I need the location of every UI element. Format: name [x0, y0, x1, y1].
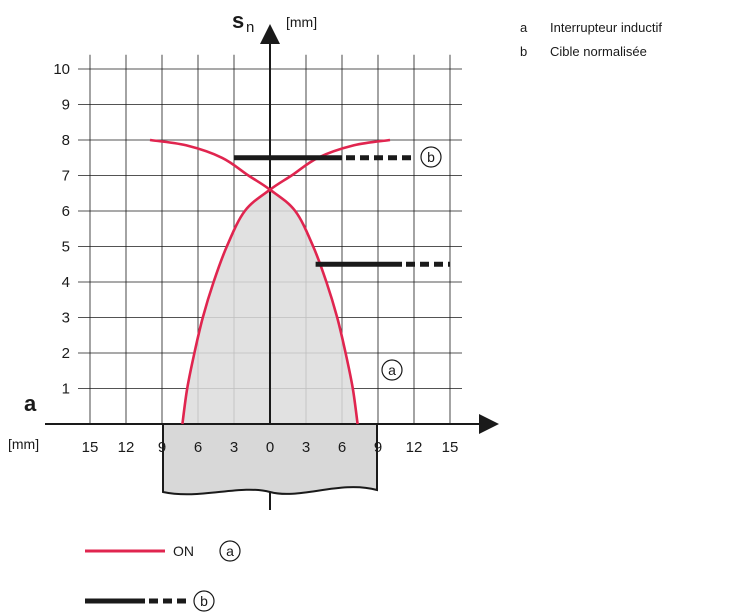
x-tick-label: 0 — [266, 439, 274, 456]
y-axis-symbol: s — [232, 8, 244, 33]
legend-on-label: ON — [173, 543, 194, 559]
y-axis-subscript: n — [246, 19, 254, 36]
legend-key-b: b — [520, 44, 528, 59]
axis-labels: s n [mm] a [mm] a b — [8, 8, 442, 452]
x-tick-label: 9 — [374, 439, 382, 456]
y-tick-label: 6 — [62, 203, 70, 220]
x-axis-symbol: a — [24, 391, 37, 416]
y-tick-label: 7 — [62, 168, 70, 185]
y-tick-label: 9 — [62, 97, 70, 114]
legend-key-a: a — [520, 20, 528, 35]
legend-text-b: Cible normalisée — [550, 44, 647, 59]
legend-target-circle-text: b — [200, 593, 208, 609]
legend-on-circle — [219, 540, 241, 562]
x-tick-label: 6 — [194, 439, 202, 456]
x-tick-label: 3 — [302, 439, 310, 456]
curve-label-circle — [381, 359, 403, 381]
y-tick-label: 3 — [62, 310, 70, 327]
x-tick-label: 15 — [82, 439, 99, 456]
y-tick-label: 4 — [62, 274, 70, 291]
bottom-legend: ON a b — [85, 540, 241, 612]
curve-label: a — [388, 362, 396, 378]
target-label: b — [427, 149, 435, 165]
switching-curve-right — [149, 138, 359, 425]
y-tick-label: 8 — [62, 132, 70, 149]
x-tick-label: 12 — [406, 439, 423, 456]
legend-item-a: a Interrupteur inductif — [520, 20, 662, 35]
x-tick-label: 9 — [158, 439, 166, 456]
y-axis-unit: [mm] — [286, 14, 317, 30]
legend-text-a: Interrupteur inductif — [550, 20, 663, 35]
y-tick-label: 10 — [53, 61, 70, 78]
y-tick-label: 2 — [62, 345, 70, 362]
x-tick-label: 15 — [442, 439, 459, 456]
sensor-housing — [162, 423, 378, 496]
legend-on-circle-text: a — [226, 543, 234, 559]
legend-item-b: b Cible normalisée — [520, 44, 647, 59]
y-tick-label: 1 — [62, 381, 70, 398]
x-axis-unit: [mm] — [8, 436, 39, 452]
x-tick-label: 12 — [118, 439, 135, 456]
x-tick-label: 3 — [230, 439, 238, 456]
y-tick-label: 5 — [62, 239, 70, 256]
target-label-circle — [420, 146, 442, 168]
x-tick-label: 6 — [338, 439, 346, 456]
target-bars — [234, 155, 450, 267]
legend-target-circle — [193, 590, 215, 612]
sensor-body — [162, 423, 378, 496]
